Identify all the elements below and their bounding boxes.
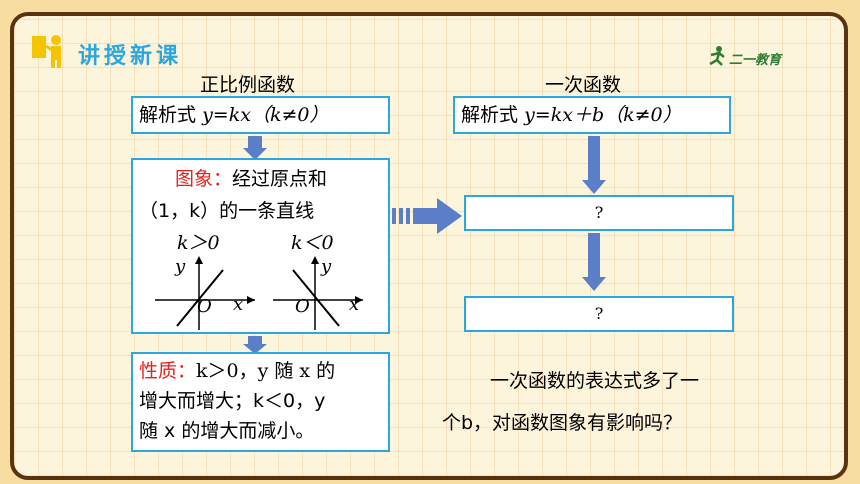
graph-text-1: 经过原点和 xyxy=(232,168,328,190)
down-arrow-4 xyxy=(588,233,600,279)
unknown-box-1-text: ? xyxy=(594,203,604,222)
right-formula-expr: y=kx＋b（k≠0） xyxy=(524,104,682,126)
note-line-2: 个b，对函数图象有影响吗？ xyxy=(442,412,683,434)
axis-y-positive: y xyxy=(175,256,186,277)
down-arrow-4-head xyxy=(582,277,606,291)
right-arrow xyxy=(392,198,462,234)
axis-y-negative: y xyxy=(321,256,332,277)
down-arrow-2 xyxy=(248,336,262,346)
graph-positive-k xyxy=(155,256,255,330)
runner-icon xyxy=(709,46,725,66)
left-formula-box: 解析式 y=kx（k≠0） xyxy=(131,96,390,134)
right-formula-prefix: 解析式 xyxy=(461,104,519,126)
case-positive: k＞0 xyxy=(177,232,220,254)
teacher-icon xyxy=(32,35,61,68)
down-arrow-1-head xyxy=(243,148,267,160)
property-line-1: k＞0，y 随 x 的 xyxy=(196,360,336,382)
unknown-box-1: ? xyxy=(464,195,734,231)
unknown-box-2-text: ? xyxy=(594,304,604,323)
left-formula-prefix: 解析式 xyxy=(139,104,197,126)
axis-x-positive: x xyxy=(233,294,244,315)
graph-negative-k xyxy=(273,256,363,330)
down-arrow-3-head xyxy=(582,180,606,194)
right-column-title: 一次函数 xyxy=(545,74,622,96)
axis-x-negative: x xyxy=(349,294,360,315)
unknown-box-2: ? xyxy=(464,296,734,332)
property-box: 性质：k＞0，y 随 x 的 增大而增大；k＜0，y 随 x 的增大而减小。 xyxy=(131,352,390,452)
note-line-1: 一次函数的表达式多了一 xyxy=(490,370,700,392)
brand-logo: 二一教育 xyxy=(705,45,785,71)
left-column-title: 正比例函数 xyxy=(200,74,296,96)
origin-positive: O xyxy=(197,296,212,317)
section-title: 讲授新课 xyxy=(78,44,183,69)
origin-negative: O xyxy=(295,296,310,317)
down-arrow-2-head xyxy=(243,344,267,354)
graph-text-2: （1，k）的一条直线 xyxy=(139,200,315,222)
property-label: 性质： xyxy=(139,360,197,382)
case-negative: k＜0 xyxy=(291,232,334,254)
property-line-2: 增大而增大；k＜0，y xyxy=(139,390,326,412)
graph-box: 图象：经过原点和 （1，k）的一条直线 k＞0 k＜0 y O x y O x xyxy=(131,158,390,334)
down-arrow-3 xyxy=(588,136,600,182)
property-line-3: 随 x 的增大而减小。 xyxy=(139,420,315,442)
right-formula-box: 解析式 y=kx＋b（k≠0） xyxy=(453,96,731,134)
graph-label: 图象： xyxy=(175,168,233,190)
left-formula-expr: y=kx（k≠0） xyxy=(202,104,329,126)
logo-text: 二一教育 xyxy=(729,53,782,68)
